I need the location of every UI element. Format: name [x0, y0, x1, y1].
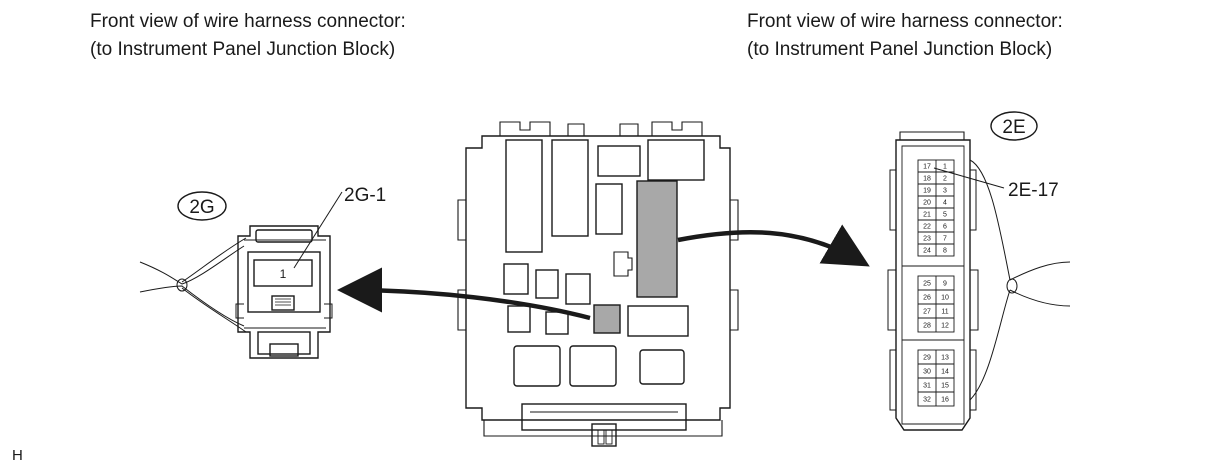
pin-label: 27: [923, 309, 931, 316]
pin-label: 18: [923, 176, 931, 183]
connector-2g-tag: 2G: [189, 197, 214, 218]
pin-label: 17: [923, 164, 931, 171]
caption-right-line1: Front view of wire harness connector:: [747, 11, 1063, 32]
pin-label: 26: [923, 295, 931, 302]
pin-label: 32: [923, 397, 931, 404]
pin-label: 31: [923, 383, 931, 390]
connector-2e: [887, 111, 1071, 431]
corner-label: H: [12, 447, 23, 464]
pin-label: 28: [923, 323, 931, 330]
pin-label: 14: [941, 369, 949, 376]
pin-label: 24: [923, 248, 931, 255]
pin-label: 8: [943, 248, 947, 255]
connector-2g-tag-ellipse: [177, 191, 227, 221]
pin-label: 7: [943, 236, 947, 243]
connector-2g-pin-callout: 2G-1: [344, 185, 386, 206]
arrow-to-2e: [677, 224, 870, 267]
pin-label: 19: [923, 188, 931, 195]
pin-label: 16: [941, 397, 949, 404]
pin-label: 4: [943, 200, 947, 207]
pin-label: 9: [943, 281, 947, 288]
caption-left-line2: (to Instrument Panel Junction Block): [90, 39, 396, 60]
pin-label: 29: [923, 355, 931, 362]
pin-label: 20: [923, 200, 931, 207]
junction-block-socket-2e: [636, 180, 678, 298]
arrow-to-2g: [337, 267, 591, 321]
pin-label: 25: [923, 281, 931, 288]
pin-label: 23: [923, 236, 931, 243]
caption-left-line1: Front view of wire harness connector:: [90, 11, 406, 32]
pin-label: 30: [923, 369, 931, 376]
connector-2g-pin-number: 1: [280, 267, 287, 281]
connector-2e-pin-callout: 2E-17: [1008, 180, 1059, 201]
pin-label: 13: [941, 355, 949, 362]
pin-label: 10: [941, 295, 949, 302]
pin-label: 6: [943, 224, 947, 231]
pin-label: 3: [943, 188, 947, 195]
pin-label: 12: [941, 323, 949, 330]
pin-grid-block-2: [917, 275, 955, 333]
junction-block-socket-2g: [593, 304, 621, 334]
connector-2e-pin-labels: 17 1 18 2 19 3 20 4 21 5 22 6 23 7 24 8 25 9 26 10 27 11 28 12 2…: [923, 164, 949, 404]
caption-left: Front view of wire harness connector: (t…: [90, 8, 406, 64]
connector-2e-tag-ellipse: [990, 111, 1038, 141]
pin-label: 2: [943, 176, 947, 183]
pin-label: 15: [941, 383, 949, 390]
caption-right: Front view of wire harness connector: (t…: [747, 8, 1063, 64]
pin-label: 5: [943, 212, 947, 219]
pin-label: 11: [941, 309, 948, 316]
connector-2g: [139, 191, 343, 359]
junction-block: [457, 121, 739, 447]
pin-label: 21: [923, 212, 931, 219]
caption-right-line2: (to Instrument Panel Junction Block): [747, 39, 1053, 60]
pin-label: 1: [943, 164, 947, 171]
pin-label: 22: [923, 224, 931, 231]
pin-grid-block-3: [917, 349, 955, 407]
connector-2e-tag: 2E: [1002, 117, 1025, 138]
